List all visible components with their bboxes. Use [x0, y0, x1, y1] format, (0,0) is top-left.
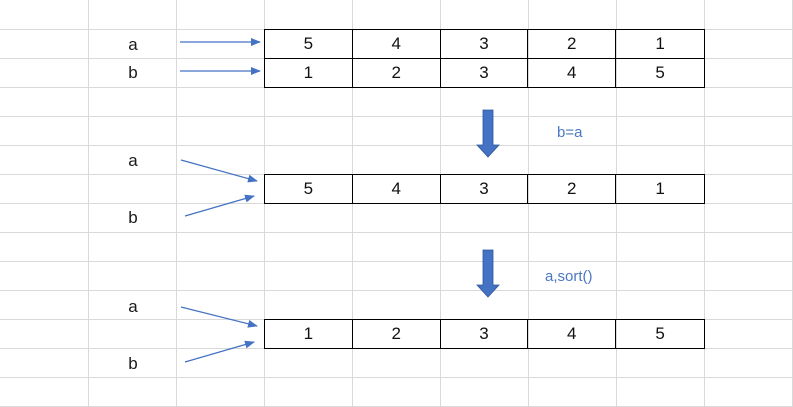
array-cell: 1 — [655, 34, 665, 53]
arrow-a-to-sorted-array-icon — [180, 306, 258, 328]
array-cell: 5 — [655, 324, 665, 343]
shared-array-row: 5 4 3 2 1 — [264, 174, 705, 204]
array-cell: 5 — [265, 30, 353, 58]
variable-b-label: b — [128, 208, 138, 227]
down-block-arrow-icon — [476, 109, 500, 158]
variable-a-label: a — [128, 297, 138, 316]
array-cell: 1 — [655, 179, 665, 198]
sorted-array-row: 1 2 3 4 5 — [264, 319, 705, 349]
array-cell: 2 — [528, 30, 617, 58]
array-cell: 4 — [353, 30, 441, 58]
variable-b-label: b — [128, 63, 138, 82]
variable-a-label: a — [128, 151, 138, 170]
array-cell: 5 — [655, 63, 665, 82]
variable-b-label: b — [128, 354, 138, 373]
array-cell: 5 — [265, 175, 353, 203]
arrow-a-to-shared-array-icon — [180, 159, 258, 183]
down-block-arrow-icon — [476, 249, 500, 298]
array-cell: 3 — [441, 30, 529, 58]
operation-label-sort: a,sort() — [545, 268, 593, 285]
array-cell: 2 — [528, 175, 617, 203]
operation-label-assign: b=a — [557, 124, 583, 141]
array-cell: 2 — [353, 59, 441, 87]
array-cell: 1 — [265, 59, 353, 87]
array-cell: 3 — [441, 320, 529, 348]
array-b-row: 1 2 3 4 5 — [264, 58, 705, 88]
array-cell: 3 — [441, 59, 529, 87]
array-cell: 2 — [353, 320, 441, 348]
array-cell: 3 — [441, 175, 529, 203]
array-cell: 1 — [265, 320, 353, 348]
array-cell: 4 — [528, 320, 617, 348]
array-cell: 4 — [528, 59, 617, 87]
array-cell: 4 — [353, 175, 441, 203]
variable-a-label: a — [128, 35, 138, 54]
arrow-b-to-sorted-array-icon — [184, 340, 255, 363]
arrow-b-to-shared-array-icon — [184, 194, 255, 217]
